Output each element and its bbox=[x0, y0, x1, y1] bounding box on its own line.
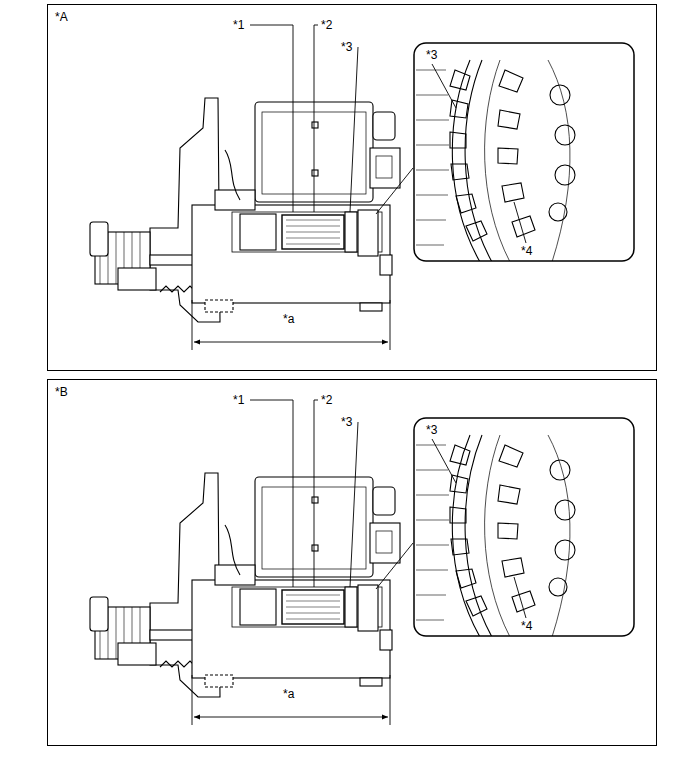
callout-number: *1 bbox=[232, 393, 245, 407]
panel-title: *B bbox=[48, 380, 68, 399]
callout-number: *3 bbox=[425, 423, 438, 437]
callout-number: *2 bbox=[320, 393, 333, 407]
panel-title: *A bbox=[48, 5, 68, 24]
callout-number: *4 bbox=[520, 244, 533, 258]
figure-panel: *B bbox=[47, 379, 657, 746]
dimension-label: *a bbox=[282, 312, 295, 326]
dimension-label: *a bbox=[282, 687, 295, 701]
callout-number: *3 bbox=[340, 40, 353, 54]
callout-number: *1 bbox=[232, 18, 245, 32]
callout-number: *4 bbox=[520, 619, 533, 633]
callout-number: *2 bbox=[320, 18, 333, 32]
figure-panel: *A bbox=[47, 4, 657, 371]
callout-number: *3 bbox=[425, 48, 438, 62]
callout-number: *3 bbox=[340, 415, 353, 429]
